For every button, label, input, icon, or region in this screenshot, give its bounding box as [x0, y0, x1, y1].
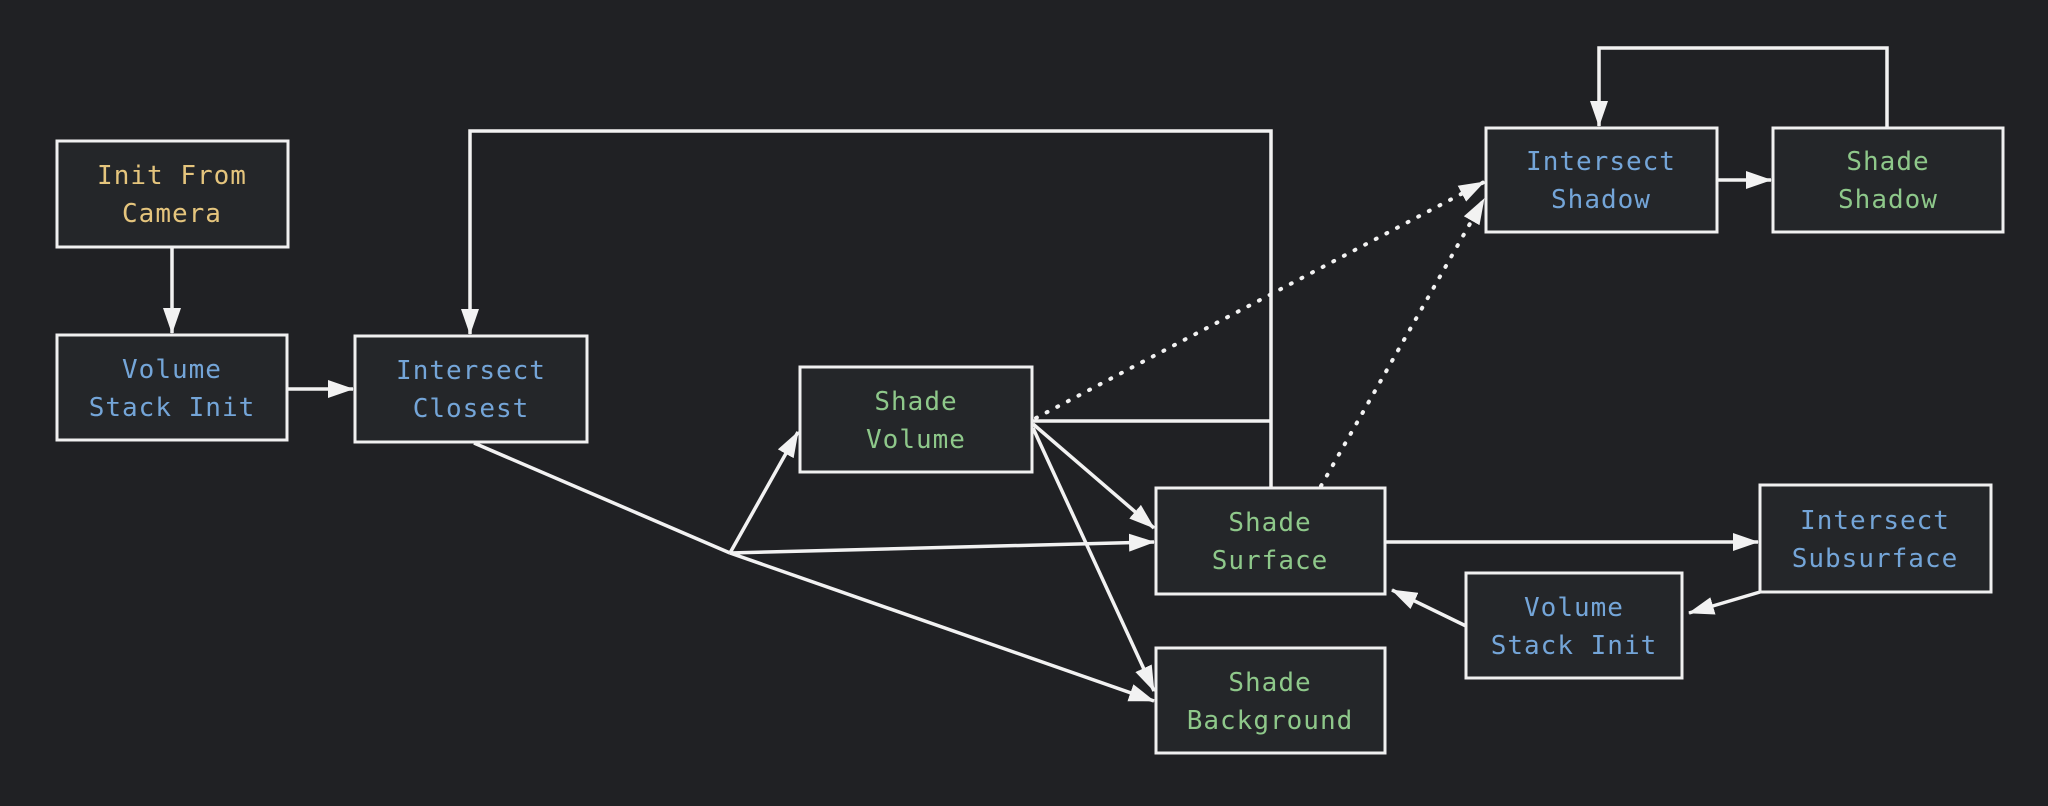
edge-intersect-closest-to-shade-background [729, 551, 1155, 703]
node-init-from-camera-box [55, 139, 290, 249]
node-volume-stack-init-b-label-line2: Stack Init [1491, 631, 1658, 661]
node-volume-stack-init-a-box [55, 333, 289, 442]
edge-intersect-closest-to-shade-surface [729, 533, 1155, 555]
node-intersect-shadow-box [1484, 126, 1719, 234]
node-shade-shadow-box [1771, 126, 2005, 234]
node-intersect-subsurface: Intersect Subsurface [1758, 483, 1993, 594]
node-shade-shadow: Shade Shadow [1771, 126, 2005, 234]
node-shade-surface-label-line1: Shade [1228, 508, 1311, 538]
node-shade-volume-box [798, 365, 1034, 474]
node-intersect-shadow-label-line1: Intersect [1526, 147, 1676, 177]
edge-shade-volume-to-shade-background [1031, 427, 1156, 692]
node-shade-surface-label-line2: Surface [1212, 546, 1329, 576]
node-init-from-camera-label-line2: Camera [122, 199, 222, 229]
node-init-from-camera-label-line1: Init From [97, 161, 247, 191]
node-intersect-closest-label-line2: Closest [413, 394, 530, 424]
node-shade-volume-label-line1: Shade [874, 387, 957, 417]
node-intersect-shadow: Intersect Shadow [1484, 126, 1719, 234]
node-shade-shadow-label-line2: Shadow [1838, 185, 1938, 215]
node-shade-background-label-line2: Background [1187, 706, 1354, 736]
edge-shade-surface-to-intersect-closest [461, 129, 1273, 488]
node-init-from-camera: Init From Camera [55, 139, 290, 249]
edge-shade-volume-to-shade-surface [1031, 422, 1156, 530]
node-intersect-subsurface-box [1758, 483, 1993, 594]
edge-intersect-subsurface-to-volume-stack-init-b [1688, 590, 1761, 615]
node-intersect-closest-box [353, 334, 589, 444]
node-shade-volume-label-line2: Volume [866, 425, 966, 455]
edge-intersect-closest-junction [473, 441, 731, 555]
edge-intersect-closest-to-shade-volume [728, 431, 800, 554]
node-volume-stack-init-b-box [1464, 571, 1684, 680]
node-intersect-shadow-label-line2: Shadow [1551, 185, 1651, 215]
node-volume-stack-init-a-label-line1: Volume [122, 355, 222, 385]
edge-volume-stack-init-b-to-shade-surface [1391, 588, 1467, 628]
node-intersect-closest: Intersect Closest [353, 334, 589, 444]
node-volume-stack-init-a: Volume Stack Init [55, 333, 289, 442]
node-intersect-subsurface-label-line2: Subsurface [1792, 544, 1959, 574]
node-shade-surface-box [1154, 486, 1387, 596]
node-shade-background: Shade Background [1154, 646, 1387, 755]
node-shade-background-label-line1: Shade [1228, 668, 1311, 698]
node-shade-background-box [1154, 646, 1387, 755]
edge-shade-surface-to-intersect-shadow [1319, 197, 1486, 488]
node-intersect-closest-label-line1: Intersect [396, 356, 546, 386]
node-volume-stack-init-b-label-line1: Volume [1524, 593, 1624, 623]
node-volume-stack-init-a-label-line2: Stack Init [89, 393, 256, 423]
node-shade-surface: Shade Surface [1154, 486, 1387, 596]
edge-shade-shadow-to-intersect-shadow [1590, 46, 1889, 128]
node-shade-shadow-label-line1: Shade [1846, 147, 1929, 177]
node-volume-stack-init-b: Volume Stack Init [1464, 571, 1684, 680]
edge-shade-volume-to-intersect-shadow [1034, 180, 1486, 420]
node-shade-volume: Shade Volume [798, 365, 1034, 474]
node-intersect-subsurface-label-line1: Intersect [1800, 506, 1950, 536]
